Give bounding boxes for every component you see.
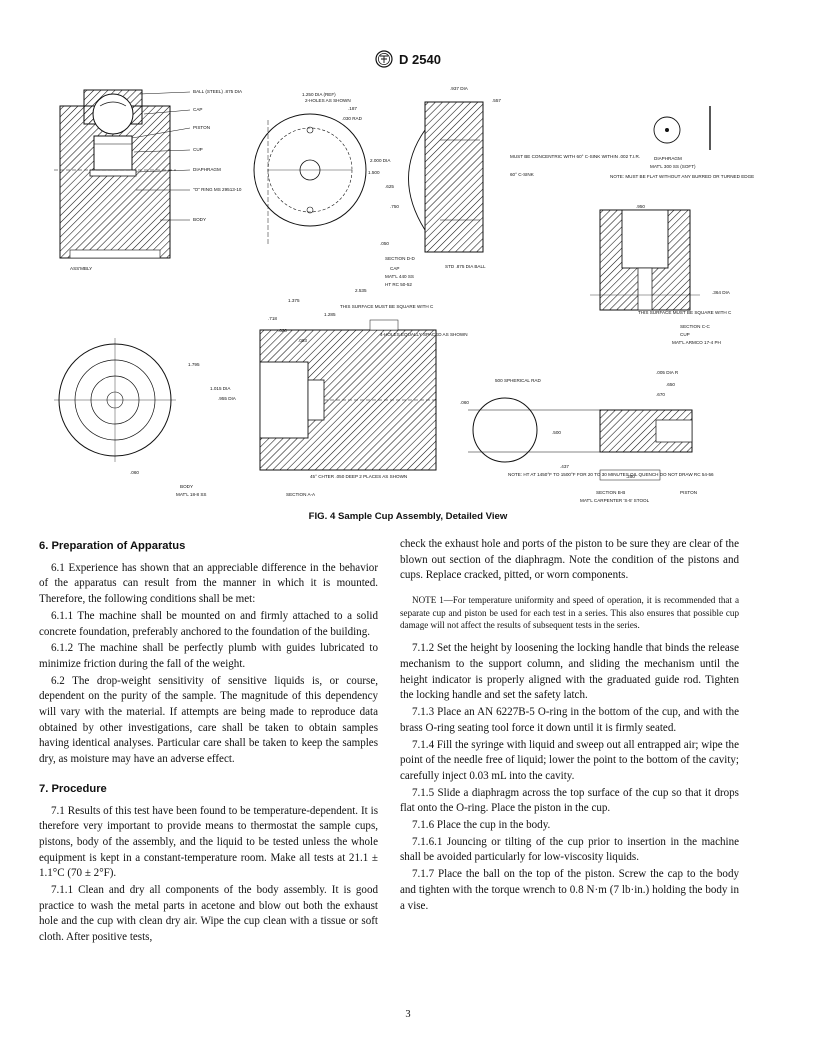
callout-body: BODY xyxy=(193,217,206,222)
paragraph-7-1-3: 7.1.3 Place an AN 6227B-5 O-ring in the … xyxy=(400,706,739,734)
assembly-label: ASS'MBLY xyxy=(70,266,92,271)
assembly-callouts: BALL (STEEL) .875 DIA CAP PISTON CUP DIA… xyxy=(70,89,243,271)
dim-718: .718 xyxy=(268,316,277,321)
diaphragm-note: NOTE: MUST BE FLAT WITHOUT ANY BURRED OR… xyxy=(610,174,754,179)
dim-950: .950 xyxy=(636,204,645,209)
section-heading-preparation: 6. Preparation of Apparatus xyxy=(39,540,186,552)
right-column: check the exhaust hole and ports of the … xyxy=(400,537,739,915)
dim-2535: 2.535 xyxy=(355,288,367,293)
section-bb-label: SECTION B-B xyxy=(596,490,625,495)
paragraph-7-1: 7.1 Results of this test have been found… xyxy=(39,804,378,880)
body-title: BODY xyxy=(180,484,193,489)
section-heading-procedure: 7. Procedure xyxy=(39,782,107,795)
holes-note: 2-HOLES AS SHOWN xyxy=(305,98,351,103)
dim-005: .437 xyxy=(560,464,569,469)
square-note-body: THIS SURFACE MUST BE SQUARE WITH C xyxy=(340,304,434,309)
dim-093: .093 xyxy=(298,338,307,343)
paragraph-7-1-7: 7.1.7 Place the ball on the top of the p… xyxy=(400,868,739,912)
dim-437: .670 xyxy=(656,392,665,397)
page-number: 3 xyxy=(405,1009,411,1020)
piston-title: PISTON xyxy=(680,490,697,495)
four-holes-note: 4-HOLES EQUALLY SPACED AS SHOWN xyxy=(380,332,468,337)
cup-title: CUP xyxy=(680,332,690,337)
dim-364: .500 xyxy=(552,430,561,435)
dim-030: .030 RAD xyxy=(342,116,363,121)
callout-diaphragm: DIAPHRAGM xyxy=(193,167,221,172)
document-designation: D 2540 xyxy=(399,51,441,67)
concentric-note: MUST BE CONCENTRIC WITH 60° C-SINK WITHI… xyxy=(510,154,640,159)
piston-note: NOTE: HT AT 1450°F TO 1500°F FOR 20 TO 3… xyxy=(508,472,714,477)
callout-ball: BALL (STEEL) .875 DIA xyxy=(193,89,243,94)
paragraph-7-1-5: 7.1.5 Slide a diaphragm across the top s… xyxy=(400,786,739,815)
ball-dia-note: STD .875 DIA BALL xyxy=(445,264,486,269)
section-aa-label: SECTION A-A xyxy=(286,492,316,497)
dim-750: .750 xyxy=(390,204,399,209)
body-views: 2.535 1.375 1.285 .718 .620 .955 DIA 1.7… xyxy=(54,288,469,497)
chamfer-note: 45° CHTER .050 DEEP 2 PLACES AS SHOWN xyxy=(310,474,407,479)
dim-250: .364 DIA xyxy=(712,290,731,295)
astm-logo-icon xyxy=(375,50,393,68)
assembly-view xyxy=(54,89,176,259)
dim-050: .050 xyxy=(380,241,389,246)
csink-note: 60° C-SINK xyxy=(510,172,535,177)
diaphragm-view: DIAPHRAGM MAT'L 300 SS (SOFT) NOTE: MUST… xyxy=(610,106,754,179)
dim-500: .650 xyxy=(666,382,675,387)
body-matl: MAT'L 18-8 SS xyxy=(176,492,207,497)
cup-matl: MAT'L ARMCO 17-4 PH xyxy=(672,340,721,345)
paragraph-7-1-2: 7.1.2 Set the height by loosening the lo… xyxy=(400,642,739,702)
piston-matl: MAT'L CARPENTER 'S-5' STOOL xyxy=(580,498,650,503)
left-column: 6. Preparation of Apparatus 6.1 Experien… xyxy=(39,537,378,947)
dim-955: .955 DIA xyxy=(218,396,237,401)
paragraph-6-2: 6.2 The drop-weight sensitivity of sensi… xyxy=(39,674,378,766)
figure-svg: BALL (STEEL) .875 DIA CAP PISTON CUP DIA… xyxy=(54,86,754,503)
paragraph-7-1-1-continued: check the exhaust hole and ports of the … xyxy=(400,538,739,582)
dim-2000: 2.000 DIA xyxy=(370,158,391,163)
paragraph-7-1-6: 7.1.6 Place the cup in the body. xyxy=(412,819,551,832)
paragraph-6-1-1: 6.1.1 The machine shall be mounted on an… xyxy=(39,609,378,638)
dim-670: .005 DIA R xyxy=(656,370,679,375)
dim-1015: 1.015 DIA xyxy=(210,386,231,391)
dim-187: .187 xyxy=(348,106,357,111)
dim-620: .620 xyxy=(278,328,287,333)
square-note-cup: THIS SURFACE MUST BE SQUARE WITH C xyxy=(638,310,732,315)
dim-cap-ref: 1.250 DIA (REF) xyxy=(302,92,336,97)
cap-hardness: HT RC 50-52 xyxy=(385,282,412,287)
dim-650: .250 xyxy=(626,474,635,479)
cup-section: .364 DIA .950 THIS SURFACE MUST BE SQUAR… xyxy=(590,204,732,345)
diaphragm-title: DIAPHRAGM xyxy=(654,156,682,161)
callout-piston: PISTON xyxy=(193,125,210,130)
note-1: NOTE 1—For temperature uniformity and sp… xyxy=(400,595,739,630)
engineering-drawing: BALL (STEEL) .875 DIA CAP PISTON CUP DIA… xyxy=(40,80,776,510)
dim-060: .060 xyxy=(460,400,469,405)
dim-1285: 1.285 xyxy=(324,312,336,317)
dim-1500: 1.500 xyxy=(368,170,380,175)
page-header: D 2540 xyxy=(0,50,816,73)
cap-title: CAP xyxy=(390,266,399,271)
paragraph-7-1-4: 7.1.4 Fill the syringe with liquid and s… xyxy=(400,738,739,782)
figure-caption: FIG. 4 Sample Cup Assembly, Detailed Vie… xyxy=(308,511,508,522)
callout-cup: CUP xyxy=(193,147,203,152)
dim-1795: 1.795 xyxy=(188,362,200,367)
paragraph-6-1-2: 6.1.2 The machine shall be perfectly plu… xyxy=(39,642,378,670)
piston-views: 500 SPHERICAL RAD .005 DIA R .650 .670 .… xyxy=(468,370,714,503)
dim-625: .625 xyxy=(385,184,394,189)
spherical-rad: 500 SPHERICAL RAD xyxy=(495,378,541,383)
cap-matl: MAT'L 440 SS xyxy=(385,274,414,279)
cap-views: 2-HOLES AS SHOWN 1.250 DIA (REF) .937 DI… xyxy=(253,86,640,287)
section-cc-label: SECTION C-C xyxy=(680,324,711,329)
diaphragm-matl: MAT'L 300 SS (SOFT) xyxy=(650,164,696,169)
dim-chamfer-060: .060 xyxy=(130,470,139,475)
paragraph-6-1: 6.1 Experience has shown that an appreci… xyxy=(39,561,378,606)
callout-oring: "O" RING MS 29513-10 xyxy=(193,187,242,192)
section-dd-label: SECTION D-D xyxy=(385,256,416,261)
dim-557: .557 xyxy=(492,98,501,103)
dim-937: .937 DIA xyxy=(450,86,469,91)
callout-cap: CAP xyxy=(193,107,202,112)
dim-1375: 1.375 xyxy=(288,298,300,303)
paragraph-7-1-6-1: 7.1.6.1 Jouncing or tilting of the cup p… xyxy=(400,835,739,864)
paragraph-7-1-1: 7.1.1 Clean and dry all components of th… xyxy=(39,884,378,944)
